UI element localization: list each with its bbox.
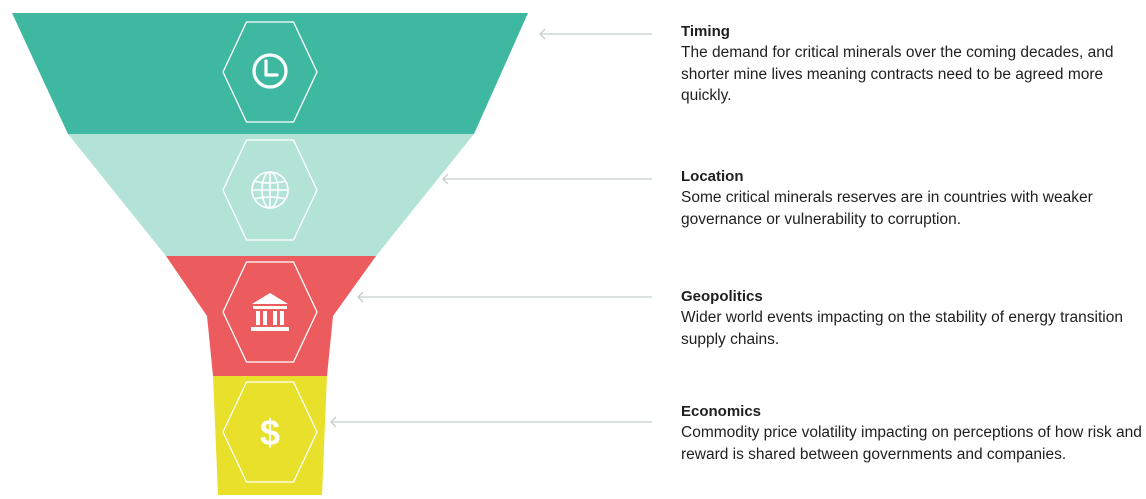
stage-description: Some critical minerals reserves are in c… [681, 189, 1093, 228]
globe-icon [251, 171, 289, 209]
arrowhead-icon [330, 416, 337, 428]
funnel-segment-economics [213, 376, 327, 495]
connector-lines [330, 28, 652, 428]
svg-text:$: $ [260, 412, 280, 453]
stage-title: Location [681, 168, 744, 185]
dollar-icon: $ [260, 412, 280, 453]
stage-economics: Economics Commodity price volatility imp… [681, 402, 1146, 465]
arrowhead-icon [442, 173, 449, 185]
stage-description: Wider world events impacting on the stab… [681, 309, 1123, 348]
icon-hexagons [222, 21, 318, 483]
stage-title: Timing [681, 23, 730, 40]
stage-geopolitics: Geopolitics Wider world events impacting… [681, 287, 1146, 350]
stage-location: Location Some critical minerals reserves… [681, 167, 1146, 230]
funnel-segment-location [68, 134, 474, 256]
funnel-segment-geopolitics [166, 256, 376, 376]
hexagon-frame-economics [222, 381, 318, 483]
arrowhead-icon [357, 291, 364, 303]
clock-icon [252, 53, 288, 89]
stage-description: The demand for critical minerals over th… [681, 44, 1114, 104]
arrowhead-icon [539, 28, 546, 40]
stage-title: Economics [681, 403, 762, 420]
stage-description: Commodity price volatility impacting on … [681, 424, 1142, 463]
hexagon-frame-geopolitics [222, 261, 318, 363]
stage-title: Geopolitics [681, 288, 763, 305]
hexagon-frame-timing [222, 21, 318, 123]
hexagon-frame-location [222, 139, 318, 241]
government-building-icon [251, 293, 289, 331]
stage-timing: Timing The demand for critical minerals … [681, 22, 1146, 107]
